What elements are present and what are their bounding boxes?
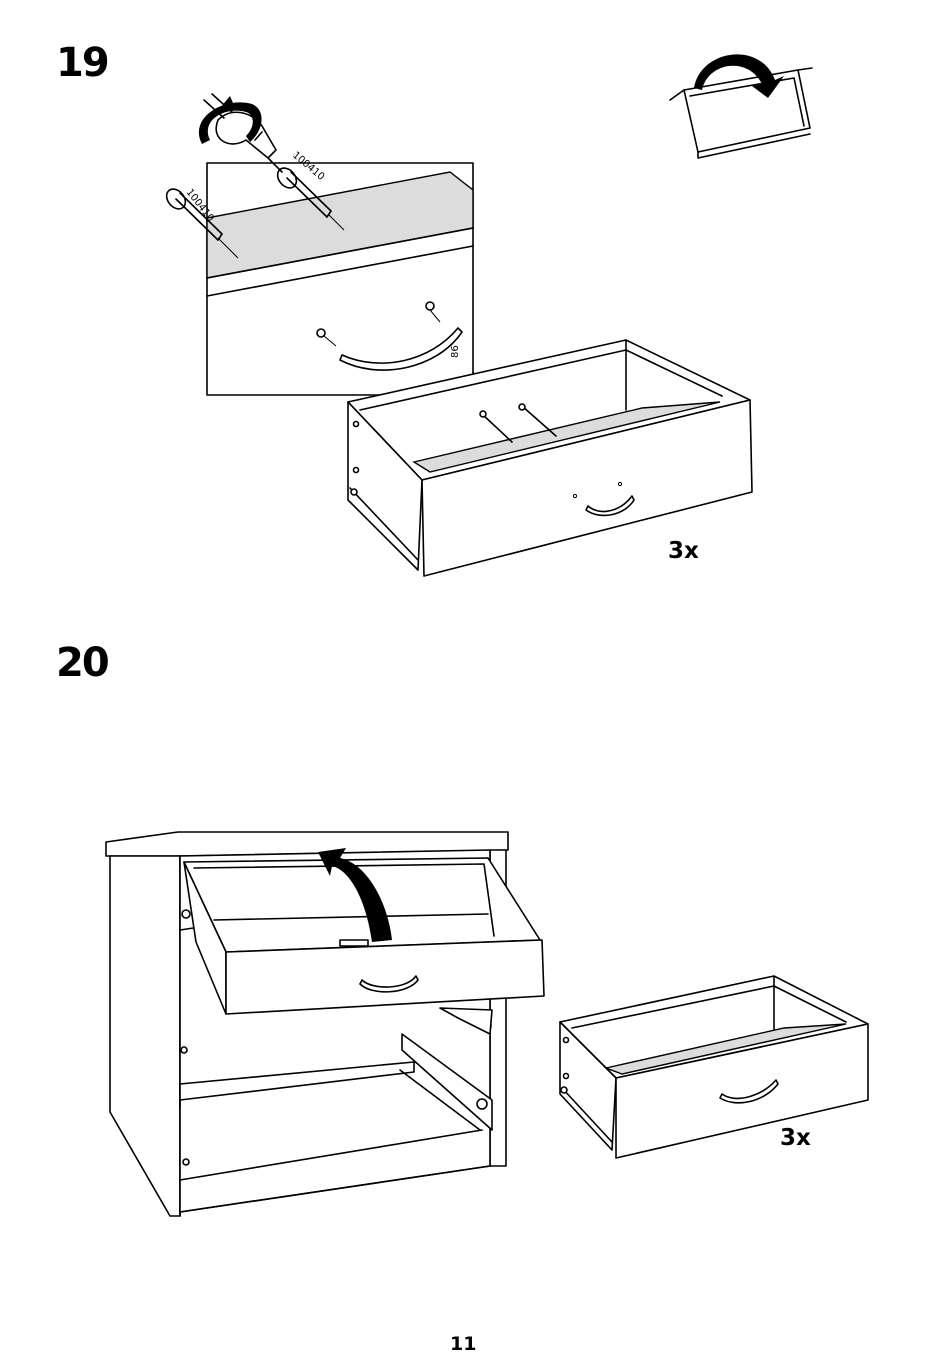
step-20-quantity: 3x <box>780 1125 811 1151</box>
page-number: 11 <box>450 1333 476 1355</box>
drawer-step-20 <box>560 976 868 1158</box>
